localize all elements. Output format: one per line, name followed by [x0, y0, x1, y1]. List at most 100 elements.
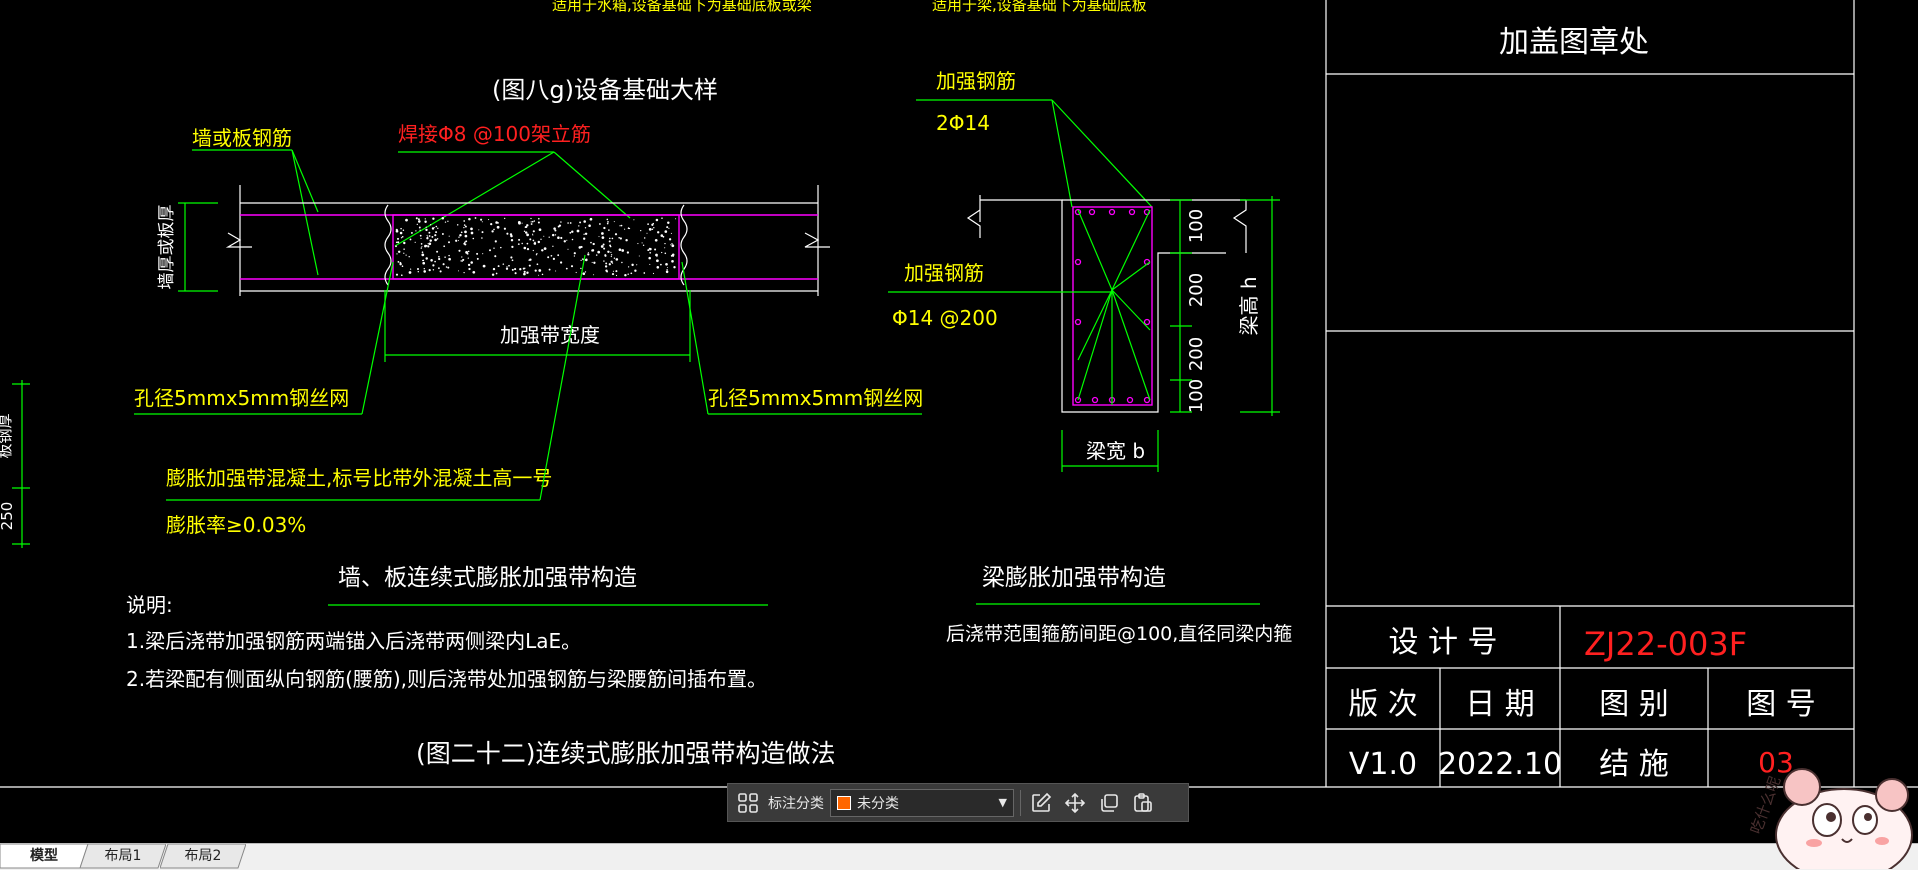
grid-icon[interactable] [734, 789, 762, 817]
concrete-speckle [666, 269, 668, 271]
concrete-speckle [488, 219, 490, 221]
move-icon[interactable] [1061, 789, 1089, 817]
concrete-speckle [463, 226, 465, 229]
concrete-speckle [601, 236, 605, 239]
concrete-speckle [410, 231, 413, 234]
concrete-speckle [661, 217, 663, 219]
concrete-speckle [472, 270, 476, 274]
concrete-speckle [548, 268, 551, 271]
concrete-speckle [408, 256, 410, 258]
concrete-speckle [584, 227, 587, 229]
concrete-speckle [482, 253, 484, 255]
concrete-speckle [433, 227, 435, 228]
concrete-speckle [656, 256, 658, 258]
concrete-speckle [614, 233, 618, 236]
concrete-speckle [592, 242, 595, 246]
concrete-speckle [593, 274, 595, 276]
concrete-speckle [424, 244, 427, 248]
concrete-speckle [612, 270, 614, 272]
concrete-speckle [619, 237, 622, 240]
concrete-speckle [425, 257, 428, 260]
concrete-speckle [427, 243, 429, 245]
tab-model-label: 模型 [30, 848, 58, 864]
concrete-speckle [532, 249, 534, 252]
concrete-speckle [491, 230, 494, 233]
concrete-speckle [643, 272, 646, 274]
chevron-down-icon: ▼ [998, 796, 1007, 809]
concrete-speckle [611, 237, 614, 240]
concrete-fill [395, 216, 677, 277]
concrete-speckle [651, 223, 654, 226]
concrete-speckle [470, 227, 473, 231]
concrete-speckle [476, 252, 479, 255]
concrete-speckle [652, 272, 655, 275]
concrete-speckle [638, 255, 640, 257]
concrete-speckle [580, 267, 582, 270]
concrete-speckle [526, 247, 530, 251]
concrete-speckle [615, 274, 618, 277]
concrete-speckle [571, 230, 574, 233]
tab-layout-1[interactable]: 布局1 [80, 844, 166, 869]
tab-layout-2[interactable]: 布局2 [160, 844, 246, 869]
concrete-speckle [670, 254, 673, 257]
concrete-speckle [503, 227, 506, 230]
concrete-speckle [395, 273, 399, 276]
left-edge-label-bottom: 250 [0, 502, 16, 531]
rebar-dot [1074, 396, 1082, 404]
concrete-speckle [613, 221, 615, 223]
rebar-dot [1074, 258, 1082, 266]
concrete-speckle [583, 220, 586, 223]
rebar-dot [1088, 208, 1096, 216]
concrete-speckle [571, 238, 574, 241]
concrete-speckle [672, 255, 674, 257]
concrete-speckle [534, 241, 536, 243]
concrete-speckle [511, 245, 514, 249]
rebar-dot [1128, 208, 1136, 216]
concrete-speckle [510, 234, 513, 238]
concrete-speckle [434, 238, 437, 242]
concrete-speckle [607, 250, 610, 253]
concrete-speckle [439, 270, 442, 273]
concrete-speckle [521, 222, 523, 224]
concrete-speckle [521, 242, 523, 245]
concrete-speckle [643, 237, 646, 239]
edit-icon[interactable] [1027, 789, 1055, 817]
concrete-speckle [597, 250, 601, 254]
paste-icon[interactable] [1129, 789, 1157, 817]
concrete-speckle [468, 267, 471, 271]
copy-icon[interactable] [1095, 789, 1123, 817]
concrete-speckle [400, 227, 402, 230]
concrete-speckle [619, 225, 621, 227]
concrete-speckle [481, 221, 483, 223]
concrete-speckle [414, 241, 416, 243]
concrete-speckle [654, 248, 657, 251]
concrete-speckle [419, 229, 421, 231]
concrete-speckle [552, 245, 554, 247]
category-select[interactable]: 未分类 ▼ [830, 788, 1014, 817]
concrete-speckle [403, 252, 405, 254]
concrete-speckle [668, 227, 670, 229]
concrete-speckle [665, 270, 669, 274]
concrete-speckle [460, 260, 462, 262]
concrete-speckle [649, 251, 652, 254]
concrete-speckle [402, 229, 405, 232]
concrete-speckle [526, 233, 529, 237]
concrete-speckle [536, 253, 538, 255]
tab-model[interactable]: 模型 [0, 844, 88, 869]
concrete-speckle [497, 222, 499, 224]
annotation-category-label: 标注分类 [768, 795, 824, 812]
concrete-speckle [537, 221, 540, 224]
concrete-speckle [497, 265, 500, 268]
concrete-speckle [587, 253, 590, 256]
concrete-speckle [429, 239, 432, 242]
concrete-speckle [538, 228, 542, 232]
concrete-speckle [395, 229, 399, 233]
stamp-area-label: 加盖图章处 [1499, 25, 1649, 60]
concrete-speckle [465, 251, 468, 254]
concrete-speckle [474, 217, 477, 219]
concrete-speckle [626, 251, 630, 254]
concrete-speckle [518, 238, 521, 241]
concrete-speckle [505, 267, 509, 270]
concrete-speckle [409, 238, 412, 241]
